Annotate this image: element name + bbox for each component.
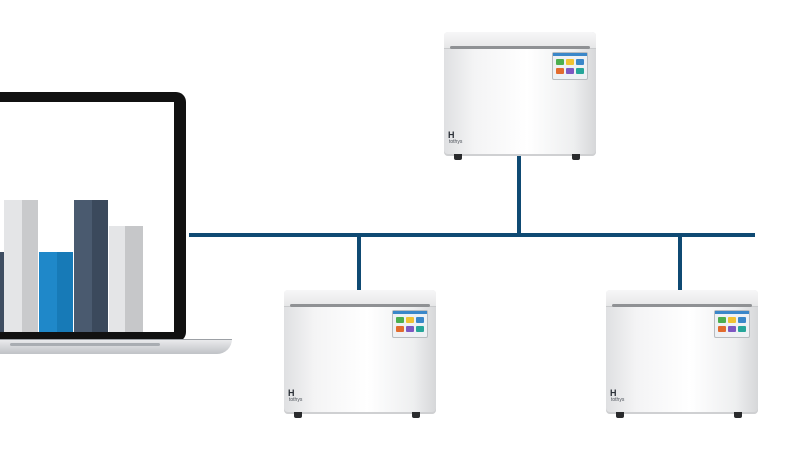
laptop-chart-bar bbox=[0, 252, 4, 332]
panel-app-icon[interactable] bbox=[718, 317, 726, 323]
device-foot bbox=[572, 154, 580, 160]
panel-header-bar bbox=[393, 311, 427, 314]
device-foot bbox=[616, 412, 624, 418]
device-foot bbox=[734, 412, 742, 418]
device-foot bbox=[294, 412, 302, 418]
device-foot bbox=[454, 154, 462, 160]
panel-app-icon[interactable] bbox=[718, 326, 726, 332]
laptop-screen-bezel bbox=[0, 92, 186, 342]
device-brand-subtext: tothys bbox=[611, 397, 625, 403]
device-body bbox=[606, 290, 758, 414]
device-body bbox=[444, 32, 596, 156]
network-drop-top-device bbox=[517, 156, 521, 235]
laptop-chart-bar bbox=[39, 252, 57, 332]
laptop-chart-bar bbox=[4, 200, 22, 332]
laptop-chart-bar bbox=[92, 200, 108, 332]
device-touch-panel[interactable] bbox=[714, 310, 750, 338]
device-brand-logo: H bbox=[610, 388, 618, 398]
panel-app-icon[interactable] bbox=[556, 68, 564, 74]
network-drop-left-device bbox=[357, 233, 361, 290]
panel-app-icon[interactable] bbox=[566, 59, 574, 65]
panel-app-icon[interactable] bbox=[556, 59, 564, 65]
panel-app-icon[interactable] bbox=[728, 326, 736, 332]
panel-app-icon[interactable] bbox=[576, 68, 584, 74]
printer-device-right[interactable]: H tothys bbox=[606, 290, 758, 420]
device-output-slot bbox=[612, 304, 752, 307]
device-output-slot bbox=[450, 46, 590, 49]
laptop-display bbox=[0, 102, 174, 332]
laptop-chart-bar bbox=[109, 226, 125, 332]
device-body bbox=[284, 290, 436, 414]
panel-app-icon[interactable] bbox=[406, 317, 414, 323]
device-brand-subtext: tothys bbox=[449, 139, 463, 145]
device-touch-panel[interactable] bbox=[392, 310, 428, 338]
printer-device-top[interactable]: H tothys bbox=[444, 32, 596, 162]
device-touch-panel[interactable] bbox=[552, 52, 588, 80]
laptop-chart-bar bbox=[57, 252, 73, 332]
panel-app-icon[interactable] bbox=[576, 59, 584, 65]
device-output-slot bbox=[290, 304, 430, 307]
panel-app-icon[interactable] bbox=[416, 326, 424, 332]
panel-app-icon[interactable] bbox=[406, 326, 414, 332]
panel-app-icon[interactable] bbox=[416, 317, 424, 323]
panel-app-icon[interactable] bbox=[738, 326, 746, 332]
panel-app-icon[interactable] bbox=[566, 68, 574, 74]
laptop-base bbox=[0, 339, 232, 354]
panel-header-bar bbox=[715, 311, 749, 314]
laptop-chart-bar bbox=[125, 226, 143, 332]
device-brand-logo: H bbox=[448, 130, 456, 140]
panel-app-icon[interactable] bbox=[738, 317, 746, 323]
laptop-chart-bar bbox=[74, 200, 92, 332]
printer-device-left[interactable]: H tothys bbox=[284, 290, 436, 420]
panel-app-icon[interactable] bbox=[396, 326, 404, 332]
panel-app-icon[interactable] bbox=[728, 317, 736, 323]
device-foot bbox=[412, 412, 420, 418]
laptop-hinge bbox=[10, 343, 160, 346]
laptop-chart-bar bbox=[22, 200, 38, 332]
panel-app-icon[interactable] bbox=[396, 317, 404, 323]
network-drop-right-device bbox=[678, 233, 682, 290]
device-brand-logo: H bbox=[288, 388, 296, 398]
network-trunk-line bbox=[189, 233, 755, 237]
device-brand-subtext: tothys bbox=[289, 397, 303, 403]
panel-header-bar bbox=[553, 53, 587, 56]
